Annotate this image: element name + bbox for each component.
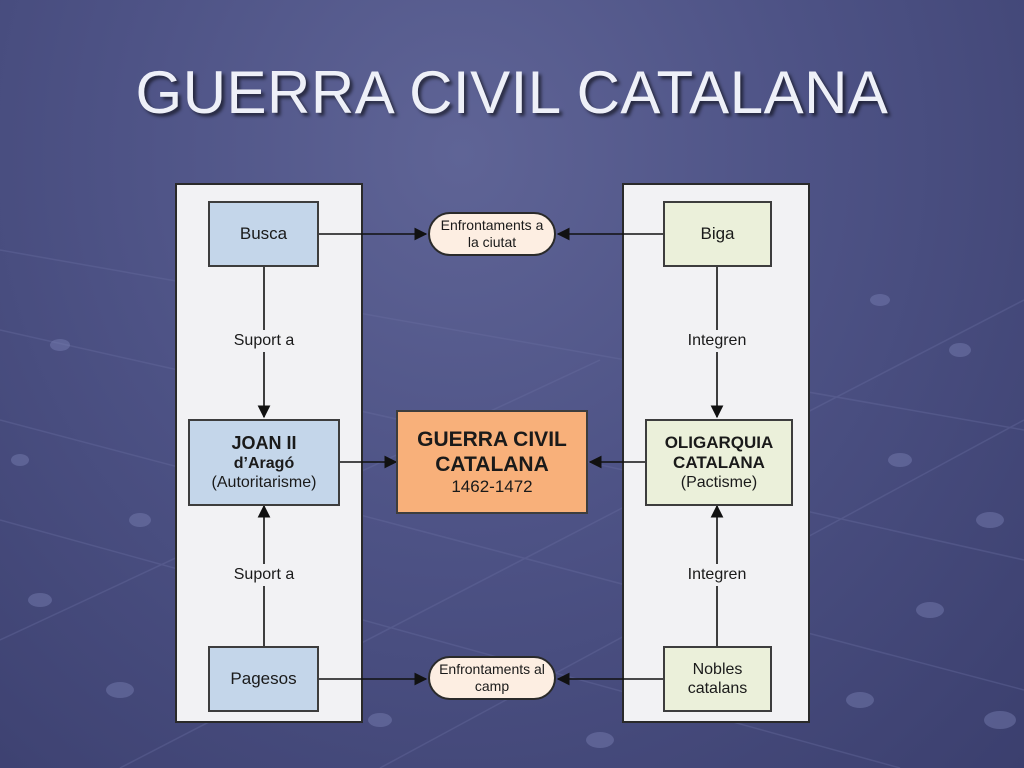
conflict-country-pill: Enfrontaments al camp <box>428 656 556 700</box>
conflict-country-line2: camp <box>474 678 510 694</box>
oligarquia-line1: OLIGARQUIA <box>664 432 774 452</box>
nobles-line1: Nobles <box>692 660 743 678</box>
conflict-city-pill: Enfrontaments a la ciutat <box>428 212 556 256</box>
right-bottom-link-label: Integren <box>683 564 751 586</box>
nobles-line2: catalans <box>687 680 748 697</box>
joan-ii-box: JOAN II d’Aragó (Autoritarisme) <box>188 419 340 506</box>
pagesos-label: Pagesos <box>230 668 297 688</box>
right-top-link-label: Integren <box>683 330 751 352</box>
oligarquia-line2: CATALANA <box>673 452 765 472</box>
guerra-civil-dates: 1462-1472 <box>451 476 533 496</box>
joan-ii-subtitle: (Autoritarisme) <box>211 474 317 492</box>
oligarquia-box: OLIGARQUIA CATALANA (Pactisme) <box>645 419 793 506</box>
left-bottom-link-label: Suport a <box>229 564 299 586</box>
guerra-civil-line1: GUERRA CIVIL <box>417 427 567 451</box>
busca-label: Busca <box>239 223 288 243</box>
busca-box: Busca <box>208 201 319 267</box>
guerra-civil-line2: CATALANA <box>435 452 549 476</box>
conflict-city-line1: Enfrontaments a <box>440 217 544 234</box>
nobles-box: Nobles catalans <box>663 646 772 712</box>
biga-box: Biga <box>663 201 772 267</box>
left-top-link-label: Suport a <box>229 330 299 352</box>
conflict-city-line2: la ciutat <box>467 234 517 250</box>
conflict-country-line1: Enfrontaments al <box>439 661 545 678</box>
biga-label: Biga <box>700 223 735 243</box>
joan-ii-title: d’Aragó <box>233 455 295 473</box>
guerra-civil-box: GUERRA CIVIL CATALANA 1462-1472 <box>396 410 588 514</box>
joan-ii-name: JOAN II <box>231 432 297 453</box>
pagesos-box: Pagesos <box>208 646 319 712</box>
oligarquia-subtitle: (Pactisme) <box>680 474 758 492</box>
slide-title: GUERRA CIVIL CATALANA <box>135 59 889 126</box>
